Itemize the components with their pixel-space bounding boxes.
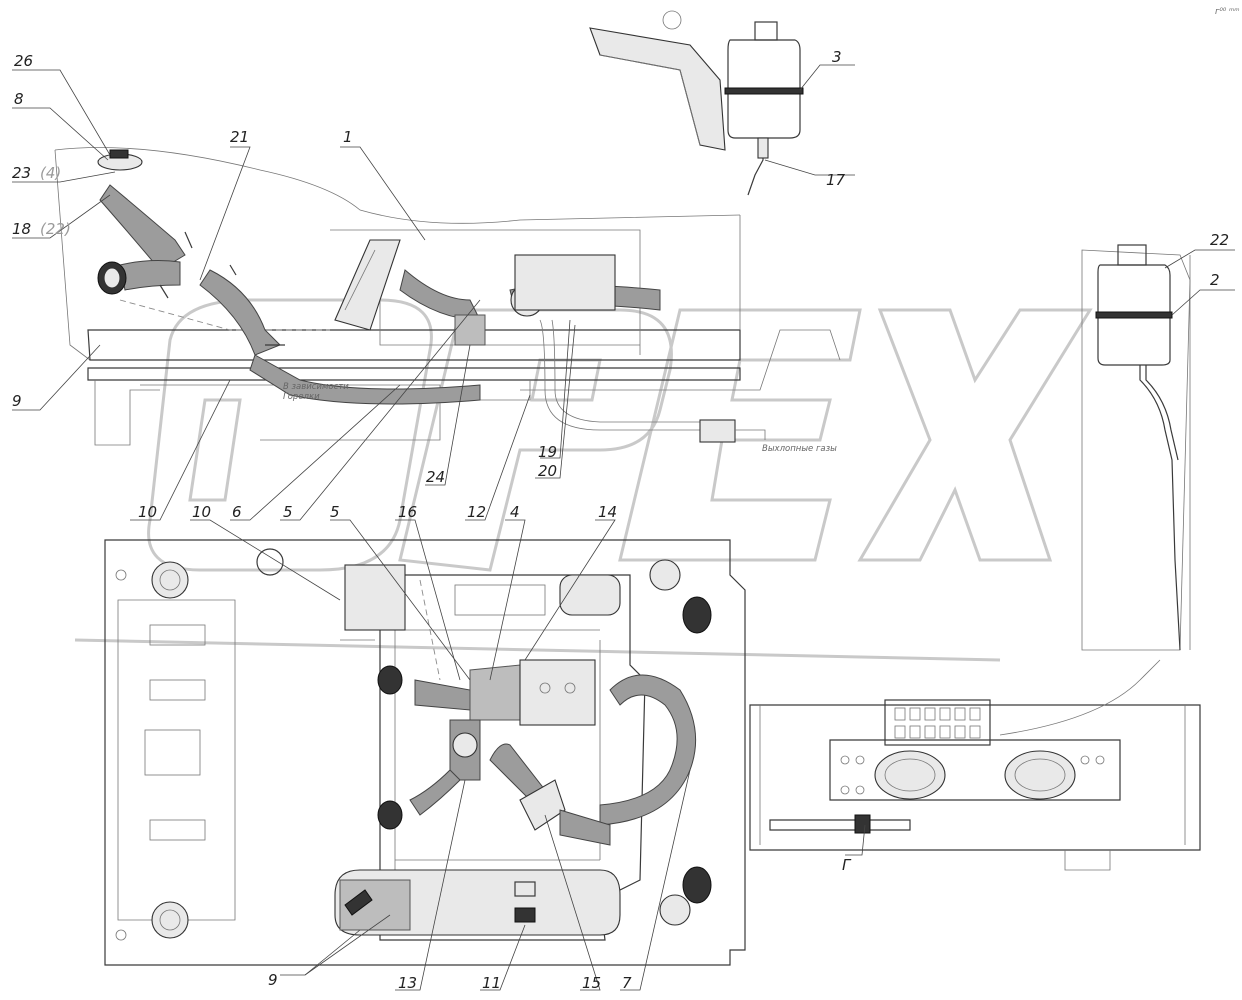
callout-7: 7 (622, 974, 632, 992)
leader-lines (12, 64, 1235, 991)
callout-12: 12 (467, 503, 486, 521)
callout-8: 8 (14, 90, 24, 108)
plan-view-floor (104, 539, 746, 966)
callout-17: 17 (826, 171, 846, 189)
hose-note-2: Горелки (283, 392, 320, 402)
exhaust-note: Выхлопные газы (762, 444, 837, 454)
callout-6: 6 (232, 503, 242, 521)
top-right-mark: г⁰⁰ ᵐᵐ (1215, 7, 1240, 17)
rear-view-unit (749, 659, 1201, 871)
callout-18-paren: (22) (40, 220, 71, 238)
fuse-grid (894, 707, 981, 739)
callout-26: 26 (14, 52, 33, 70)
callout-10-b: 10 (192, 503, 211, 521)
callout-18: 18 (12, 220, 31, 238)
callout-11: 11 (482, 974, 501, 992)
callout-23: 23 (12, 164, 31, 182)
hose-note-1: В зависимости (283, 382, 349, 392)
callout-23-paren: (4) (40, 164, 61, 182)
expansion-tank-top (589, 10, 804, 196)
callout-21: 21 (230, 128, 249, 146)
callout-2: 2 (1210, 271, 1220, 289)
callout-24: 24 (426, 468, 445, 486)
callout-20: 20 (538, 462, 557, 480)
callout-15: 15 (582, 974, 601, 992)
callout-G: Г (842, 856, 852, 874)
callout-10-a: 10 (138, 503, 157, 521)
expansion-tank-right (1081, 244, 1191, 651)
callout-4: 4 (510, 503, 520, 521)
callout-9-top: 9 (12, 392, 22, 410)
callout-9-bottom: 9 (268, 971, 278, 989)
callout-3: 3 (832, 48, 842, 66)
callout-1: 1 (343, 128, 353, 146)
callout-16: 16 (398, 503, 417, 521)
callout-5-b: 5 (330, 503, 340, 521)
callout-5-a: 5 (283, 503, 293, 521)
callout-13: 13 (398, 974, 417, 992)
callout-14: 14 (598, 503, 617, 521)
callout-labels: 26 8 23 (4) 18 (22) 21 1 3 17 22 2 9 10 … (12, 7, 1240, 992)
callout-22: 22 (1210, 231, 1229, 249)
callout-19: 19 (538, 443, 557, 461)
side-view-cabin: В зависимости Горелки Выхлопные газы (54, 147, 841, 454)
